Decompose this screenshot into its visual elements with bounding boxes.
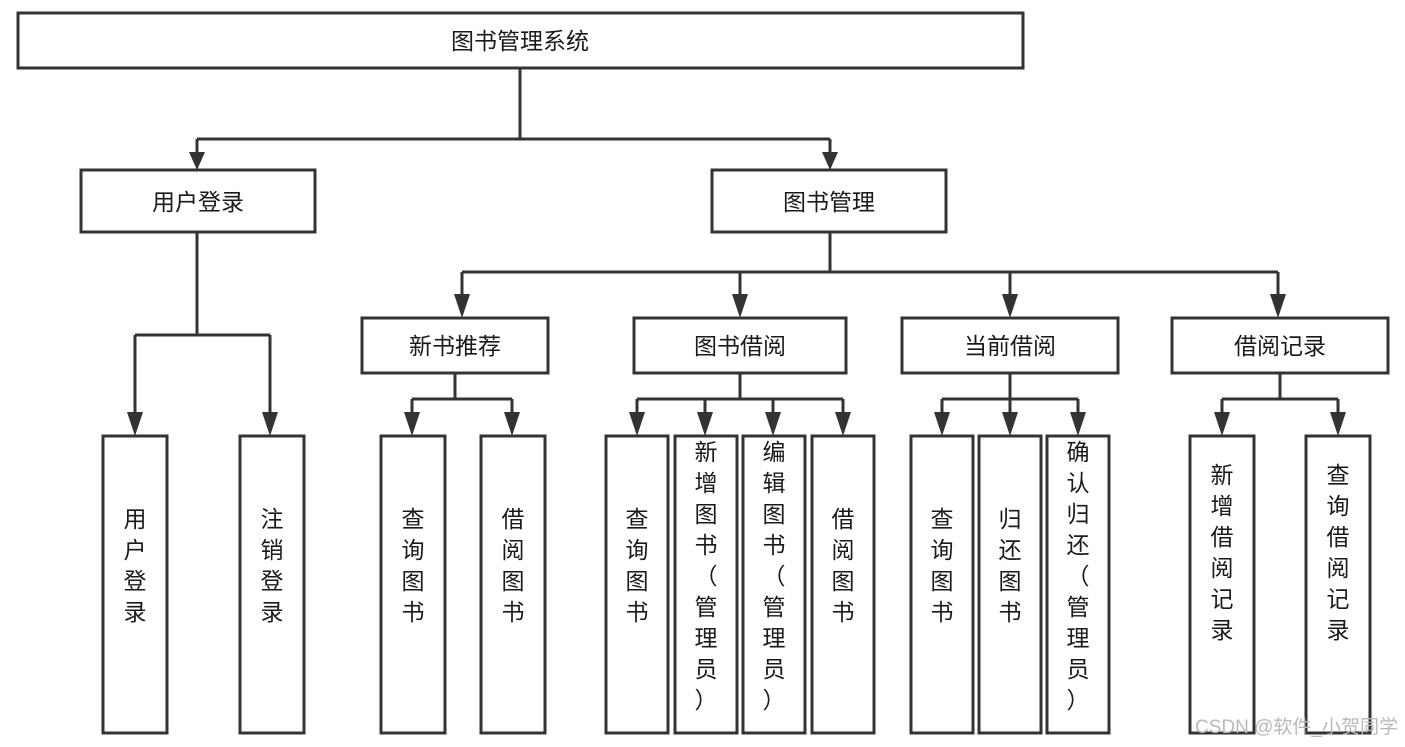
arrowhead-cb-confirm — [1070, 412, 1086, 436]
leaf-bq-borrow-book[interactable]: 借阅图书 — [810, 434, 876, 735]
node-book-management-label: 图书管理 — [783, 189, 875, 215]
leaf-cb-confirm-return-admin-label: 确认归还（管理员） — [1067, 439, 1090, 713]
arrowhead-new-books — [454, 294, 470, 318]
node-new-book-recommend-box[interactable] — [360, 316, 550, 375]
arrowhead-current-borrow — [1002, 294, 1018, 318]
arrowhead-book-borrow — [732, 294, 748, 318]
arrowhead-bq-query — [629, 412, 645, 436]
arrowhead-bq-edit — [765, 412, 781, 436]
leaf-bq-edit-book-admin-box[interactable] — [741, 434, 807, 735]
arrowhead-cb-return — [1002, 412, 1018, 436]
leaf-bq-borrow-book-box[interactable] — [810, 434, 876, 735]
leaf-br-add-record-label: 新增借阅记录 — [1211, 462, 1234, 643]
leaf-bq-borrow-book-label: 借阅图书 — [832, 506, 855, 625]
connector-layer — [127, 68, 1346, 436]
leaf-bq-add-book-admin-label: 新增图书（管理员） — [695, 439, 718, 713]
arrowhead-borrow-records — [1270, 294, 1286, 318]
leaf-bq-add-book-admin-box[interactable] — [673, 434, 739, 735]
leaf-bq-query-book-box[interactable] — [604, 434, 670, 735]
arrowhead-nb-borrow — [504, 412, 520, 436]
arrowhead-cb-query — [934, 412, 950, 436]
node-borrow-records-box[interactable] — [1170, 316, 1390, 375]
leaf-nb-borrow-book-box[interactable] — [479, 434, 547, 735]
node-root[interactable]: 图书管理系统 — [16, 11, 1025, 70]
arrowhead-book-mgmt — [822, 152, 838, 170]
leaf-bq-edit-book-admin[interactable]: 编辑图书（管理员） — [741, 434, 807, 735]
leaf-nb-query-book[interactable]: 查询图书 — [379, 434, 447, 735]
leaf-bq-query-book-label: 查询图书 — [626, 506, 649, 625]
node-book-management[interactable]: 图书管理 — [710, 168, 948, 234]
leaf-user-login[interactable]: 用户登录 — [101, 434, 169, 735]
leaf-cb-return-book[interactable]: 归还图书 — [977, 434, 1043, 735]
node-book-borrow-label: 图书借阅 — [694, 333, 786, 359]
node-current-borrow[interactable]: 当前借阅 — [900, 316, 1120, 375]
node-current-borrow-label: 当前借阅 — [964, 333, 1056, 359]
leaf-br-query-record[interactable]: 查询借阅记录 — [1304, 434, 1372, 735]
node-new-book-recommend[interactable]: 新书推荐 — [360, 316, 550, 375]
node-user-login-box[interactable] — [79, 168, 317, 234]
leaf-bq-query-book[interactable]: 查询图书 — [604, 434, 670, 735]
node-book-management-box[interactable] — [710, 168, 948, 234]
leaf-nb-query-book-label: 查询图书 — [402, 506, 425, 625]
arrowhead-leaf-logout — [262, 412, 278, 436]
leaf-nb-borrow-book-label: 借阅图书 — [502, 506, 525, 625]
leaf-bq-edit-book-admin-label: 编辑图书（管理员） — [763, 439, 786, 713]
node-root-box[interactable] — [16, 11, 1025, 70]
arrowhead-br-query — [1330, 412, 1346, 436]
leaf-br-add-record-box[interactable] — [1188, 434, 1256, 735]
leaf-cb-confirm-return-admin[interactable]: 确认归还（管理员） — [1045, 434, 1111, 735]
leaf-cb-query-book-label: 查询图书 — [931, 506, 954, 625]
node-new-book-recommend-label: 新书推荐 — [409, 333, 501, 359]
arrowhead-nb-query — [404, 412, 420, 436]
leaf-cb-query-book-box[interactable] — [909, 434, 975, 735]
arrowhead-br-add — [1214, 412, 1230, 436]
leaf-br-query-record-label: 查询借阅记录 — [1327, 462, 1350, 643]
leaf-cb-confirm-return-admin-box[interactable] — [1045, 434, 1111, 735]
leaf-cb-query-book[interactable]: 查询图书 — [909, 434, 975, 735]
leaf-br-add-record[interactable]: 新增借阅记录 — [1188, 434, 1256, 735]
leaf-logout[interactable]: 注销登录 — [238, 434, 306, 735]
node-user-login[interactable]: 用户登录 — [79, 168, 317, 234]
leaf-nb-query-book-box[interactable] — [379, 434, 447, 735]
leaf-cb-return-book-box[interactable] — [977, 434, 1043, 735]
leaf-nb-borrow-book[interactable]: 借阅图书 — [479, 434, 547, 735]
leaf-br-query-record-box[interactable] — [1304, 434, 1372, 735]
node-book-borrow[interactable]: 图书借阅 — [632, 316, 848, 375]
arrowhead-bq-borrow — [835, 412, 851, 436]
node-borrow-records[interactable]: 借阅记录 — [1170, 316, 1390, 375]
leaf-user-login-box[interactable] — [101, 434, 169, 735]
node-borrow-records-label: 借阅记录 — [1234, 333, 1326, 359]
arrowhead-leaf-user-login — [127, 412, 143, 436]
node-root-label: 图书管理系统 — [451, 28, 589, 54]
leaf-cb-return-book-label: 归还图书 — [999, 506, 1022, 625]
leaf-logout-box[interactable] — [238, 434, 306, 735]
node-current-borrow-box[interactable] — [900, 316, 1120, 375]
watermark-label: CSDN @软件_小贺同学 — [1195, 716, 1398, 738]
node-user-login-label: 用户登录 — [152, 189, 244, 215]
leaf-logout-label: 注销登录 — [261, 506, 284, 625]
arrowhead-user-login — [189, 152, 205, 170]
arrowhead-bq-add — [697, 412, 713, 436]
node-book-borrow-box[interactable] — [632, 316, 848, 375]
leaf-user-login-label: 用户登录 — [124, 506, 147, 625]
leaf-bq-add-book-admin[interactable]: 新增图书（管理员） — [673, 434, 739, 735]
